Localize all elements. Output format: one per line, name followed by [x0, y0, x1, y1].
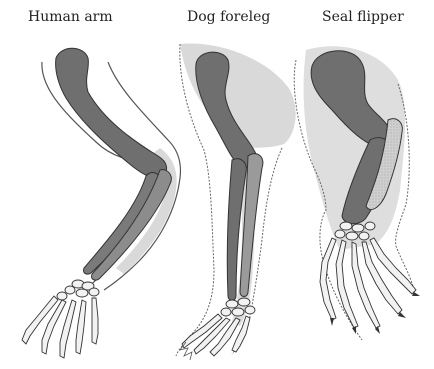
human-radius — [84, 173, 160, 275]
human-humerus — [56, 48, 167, 177]
dog-phalanges — [182, 314, 250, 356]
human-phalanges — [22, 296, 98, 358]
human-carpals — [57, 280, 99, 300]
human-arm-figure — [22, 48, 181, 358]
seal-flipper-figure — [294, 46, 420, 340]
dog-foreleg-figure — [176, 43, 296, 360]
